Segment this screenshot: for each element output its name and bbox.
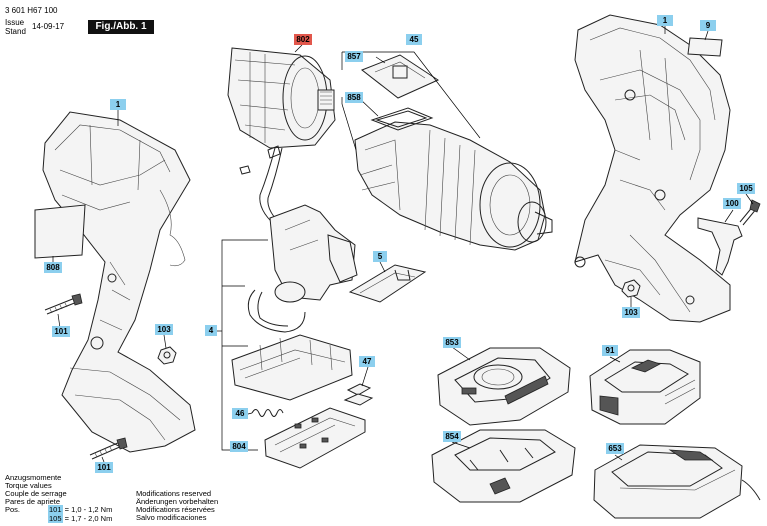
switch-base-drawing (231, 334, 353, 401)
callout-1-left: 1 (110, 99, 126, 110)
plate-804-drawing (264, 407, 366, 469)
callout-857: 857 (345, 51, 363, 62)
callout-858: 858 (345, 92, 363, 103)
callout-853: 853 (443, 337, 461, 348)
callout-1-right: 1 (657, 15, 673, 26)
housing-left-drawing (42, 111, 196, 453)
callout-854: 854 (443, 431, 461, 442)
modifications-es: Salvo modificaciones (136, 513, 207, 522)
part-47b-drawing (343, 393, 374, 406)
torque-row-2-value: = 1,7 - 2,0 Nm (64, 514, 113, 523)
callout-653: 653 (606, 443, 624, 454)
callout-100: 100 (723, 198, 741, 209)
adapter-854-drawing (431, 429, 576, 503)
modifications-fr: Modifications réservées (136, 505, 215, 514)
stand-label: Stand (5, 27, 26, 36)
part-47a-drawing (346, 383, 372, 396)
gearbox-45-drawing (354, 121, 553, 251)
callout-103-right: 103 (622, 307, 640, 318)
battery-91-drawing (589, 349, 701, 425)
callout-45: 45 (406, 34, 422, 45)
callout-101-top: 101 (52, 326, 70, 337)
modifications-de: Änderungen vorbehalten (136, 497, 219, 506)
belt-clip-100-drawing (697, 217, 743, 276)
nut-103-left-drawing (157, 346, 177, 365)
switch-4-drawing (247, 204, 358, 333)
spring-46-drawing (251, 409, 284, 417)
torque-pos-label: Pos. (5, 505, 21, 514)
label-9-drawing (687, 37, 723, 57)
housing-right-drawing (574, 14, 731, 323)
torque-row-2-pos: 105 (48, 514, 63, 523)
part-5-drawing (348, 264, 427, 303)
screw-101-top-drawing (44, 293, 83, 315)
adapter-853-drawing (437, 347, 571, 426)
torque-title-fr: Couple de serrage (5, 489, 67, 498)
nut-103-right-drawing (621, 279, 641, 298)
callout-802: 802 (294, 34, 312, 45)
label-808-drawing (34, 204, 86, 259)
charger-653-drawing (593, 444, 761, 519)
callout-47: 47 (359, 356, 375, 367)
torque-title-en: Torque values (5, 481, 52, 490)
callout-101-bottom: 101 (95, 462, 113, 473)
callout-9: 9 (700, 20, 716, 31)
doc-number: 3 601 H67 100 (5, 6, 58, 15)
issue-label: Issue (5, 18, 25, 27)
figure-label: Fig./Abb. 1 (88, 20, 154, 34)
torque-row-1-pos: 101 (48, 505, 63, 514)
modifications-en: Modifications reserved (136, 489, 212, 498)
callout-91: 91 (602, 345, 618, 356)
callout-808: 808 (44, 262, 62, 273)
callout-5: 5 (373, 251, 387, 262)
callout-804: 804 (230, 441, 248, 452)
callout-4: 4 (205, 325, 217, 336)
motor-802-drawing (227, 47, 336, 149)
torque-row-1-value: = 1,0 - 1,2 Nm (64, 505, 113, 514)
torque-title-de: Anzugsmomente (5, 473, 62, 482)
torque-title-es: Pares de apriete (5, 497, 61, 506)
callout-103-left: 103 (155, 324, 173, 335)
screw-105-drawing (739, 199, 761, 226)
callout-105-right: 105 (737, 183, 755, 194)
torque-row-1: 101 = 1,0 - 1,2 Nm (48, 505, 113, 515)
frame-858-drawing (370, 107, 434, 131)
screw-101-bottom-drawing (89, 437, 128, 460)
torque-row-2: 105 = 1,7 - 2,0 Nm (48, 514, 113, 524)
issue-date: 14-09-17 (32, 22, 65, 31)
callout-46: 46 (232, 408, 248, 419)
